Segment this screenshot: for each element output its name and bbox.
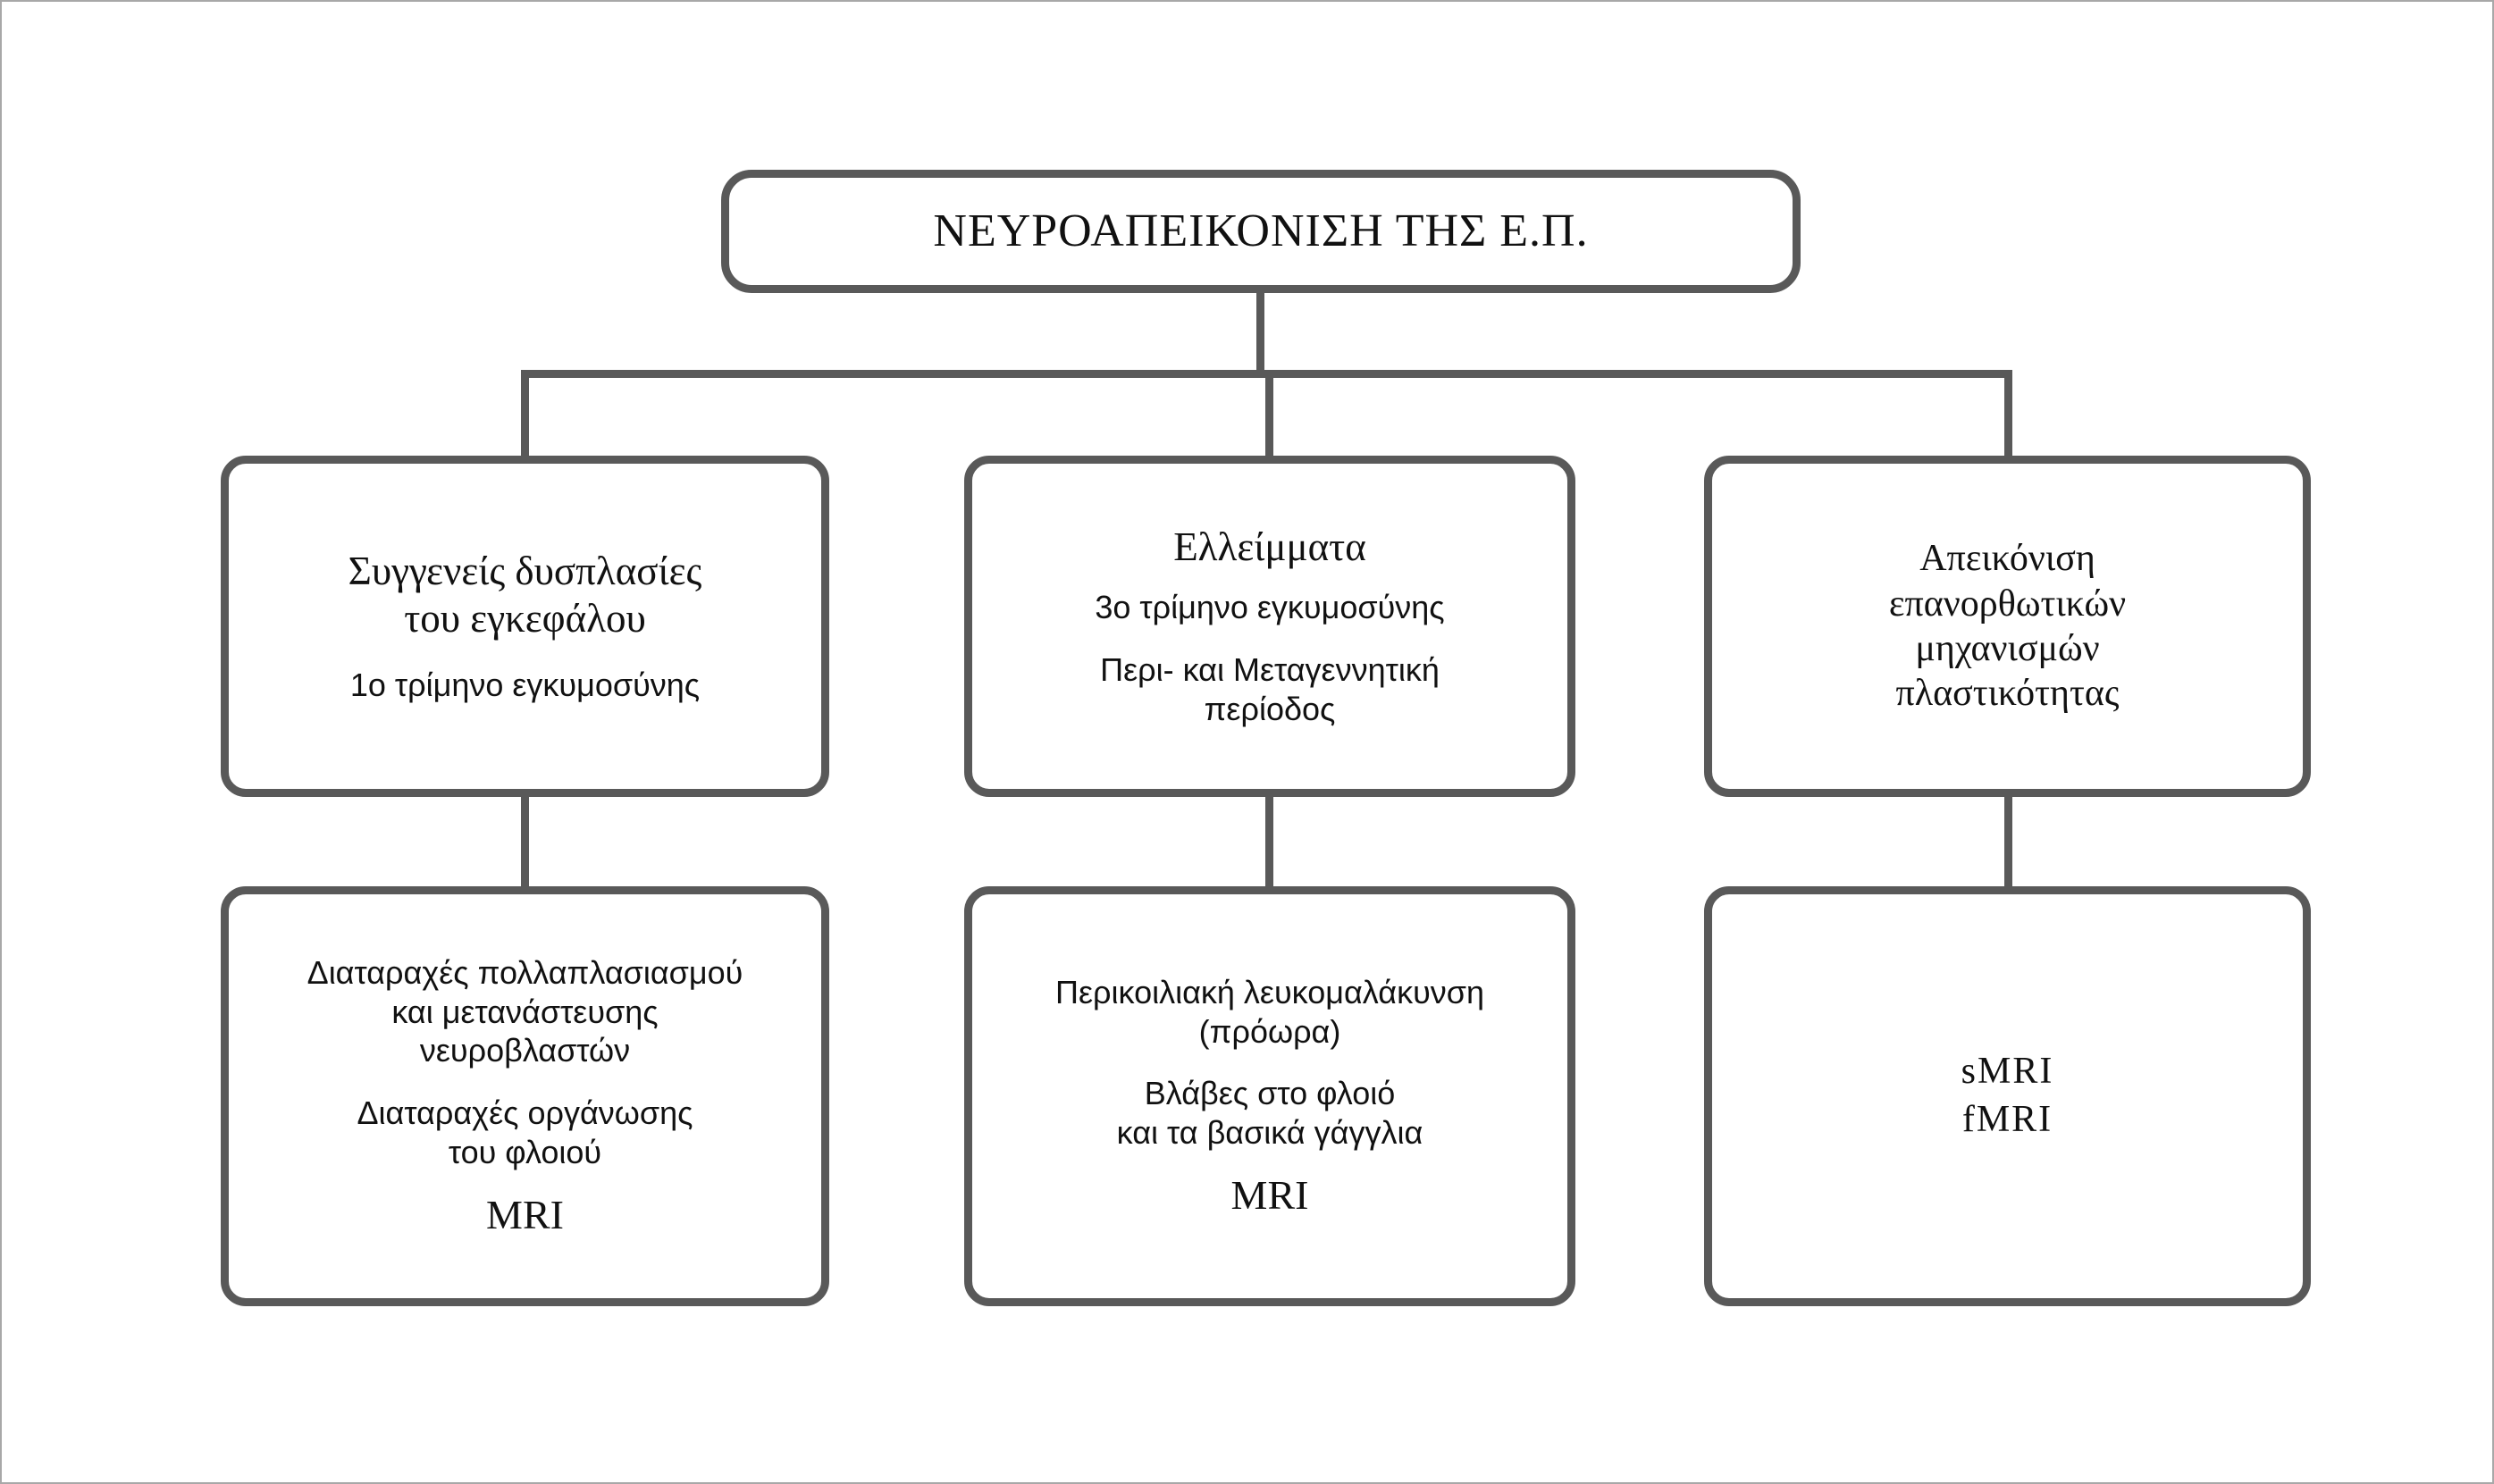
detail-2-modality-1: MRI: [1230, 1172, 1309, 1219]
connector-drop-to-category-3: [2004, 370, 2012, 459]
detail-1-block-2-line-2: του φλοιού: [448, 1134, 602, 1171]
detail-2-block-1-line-1: Περικοιλιακή λευκομαλάκυνση: [1054, 973, 1484, 1010]
detail-3-modality-2: fMRI: [1961, 1099, 2053, 1140]
connector-category-2-to-detail-2: [1265, 793, 1273, 890]
connector-root-stem: [1256, 292, 1264, 374]
category-2-heading-line-1: Ελλείμματα: [1173, 524, 1366, 569]
detail-node-periventricular-leukomalacia[interactable]: Περικοιλιακή λευκομαλάκυνση (πρόωρα) Βλά…: [964, 886, 1575, 1306]
connector-category-1-to-detail-1: [521, 793, 529, 890]
detail-node-mri-modalities[interactable]: sMRI fMRI: [1704, 886, 2311, 1306]
detail-2-block-1-line-2: (πρόωρα): [1198, 1012, 1341, 1050]
category-3-heading-line-4: πλαστικότητας: [1895, 673, 2120, 715]
category-2-detail-line-2: Περι- και Μεταγεννητική: [1100, 651, 1440, 689]
detail-1-block-1-line-1: Διαταραχές πολλαπλασιασμού: [307, 953, 743, 991]
category-1-heading-line-1: Συγγενείς δυσπλασίες: [348, 549, 702, 594]
category-1-heading-line-2: του εγκεφάλου: [404, 596, 646, 641]
category-1-detail-line-1: 1ο τρίμηνο εγκυμοσύνης: [349, 666, 701, 703]
detail-1-modality-1: MRI: [486, 1192, 564, 1238]
detail-1-block-1-line-3: νευροβλαστών: [419, 1032, 631, 1069]
detail-node-proliferation-disorders[interactable]: Διαταραχές πολλαπλασιασμού και μετανάστε…: [221, 886, 829, 1306]
category-node-congenital-malformations[interactable]: Συγγενείς δυσπλασίες του εγκεφάλου 1ο τρ…: [221, 456, 829, 797]
connector-category-3-to-detail-3: [2004, 793, 2012, 890]
category-node-deficits[interactable]: Ελλείμματα 3ο τρίμηνο εγκυμοσύνης Περι- …: [964, 456, 1575, 797]
connector-drop-to-category-2: [1265, 370, 1273, 459]
root-node-neuroimaging[interactable]: ΝΕΥΡΟΑΠΕΙΚΟΝΙΣΗ ΤΗΣ Ε.Π.: [721, 170, 1801, 293]
detail-1-block-1-line-2: και μετανάστευσης: [391, 993, 659, 1030]
detail-2-block-2-line-2: και τα βασικά γάγγλια: [1116, 1114, 1423, 1152]
category-node-plasticity-imaging[interactable]: Απεικόνιση επανορθωτικών μηχανισμών πλασ…: [1704, 456, 2311, 797]
connector-drop-to-category-1: [521, 370, 529, 459]
category-3-heading-line-1: Απεικόνιση: [1919, 538, 2095, 580]
category-2-detail-line-3: περίοδος: [1204, 691, 1336, 728]
root-node-title: ΝΕΥΡΟΑΠΕΙΚΟΝΙΣΗ ΤΗΣ Ε.Π.: [933, 205, 1589, 257]
detail-1-block-2-line-1: Διαταραχές οργάνωσης: [357, 1094, 693, 1132]
category-3-heading-line-3: μηχανισμών: [1915, 628, 2100, 669]
detail-3-modality-1: sMRI: [1961, 1051, 2054, 1093]
category-3-heading-line-2: επανορθωτικών: [1888, 583, 2127, 625]
category-2-detail-line-1: 3ο τρίμηνο εγκυμοσύνης: [1095, 589, 1445, 626]
detail-2-block-2-line-1: Βλάβες στο φλοιό: [1144, 1075, 1396, 1112]
